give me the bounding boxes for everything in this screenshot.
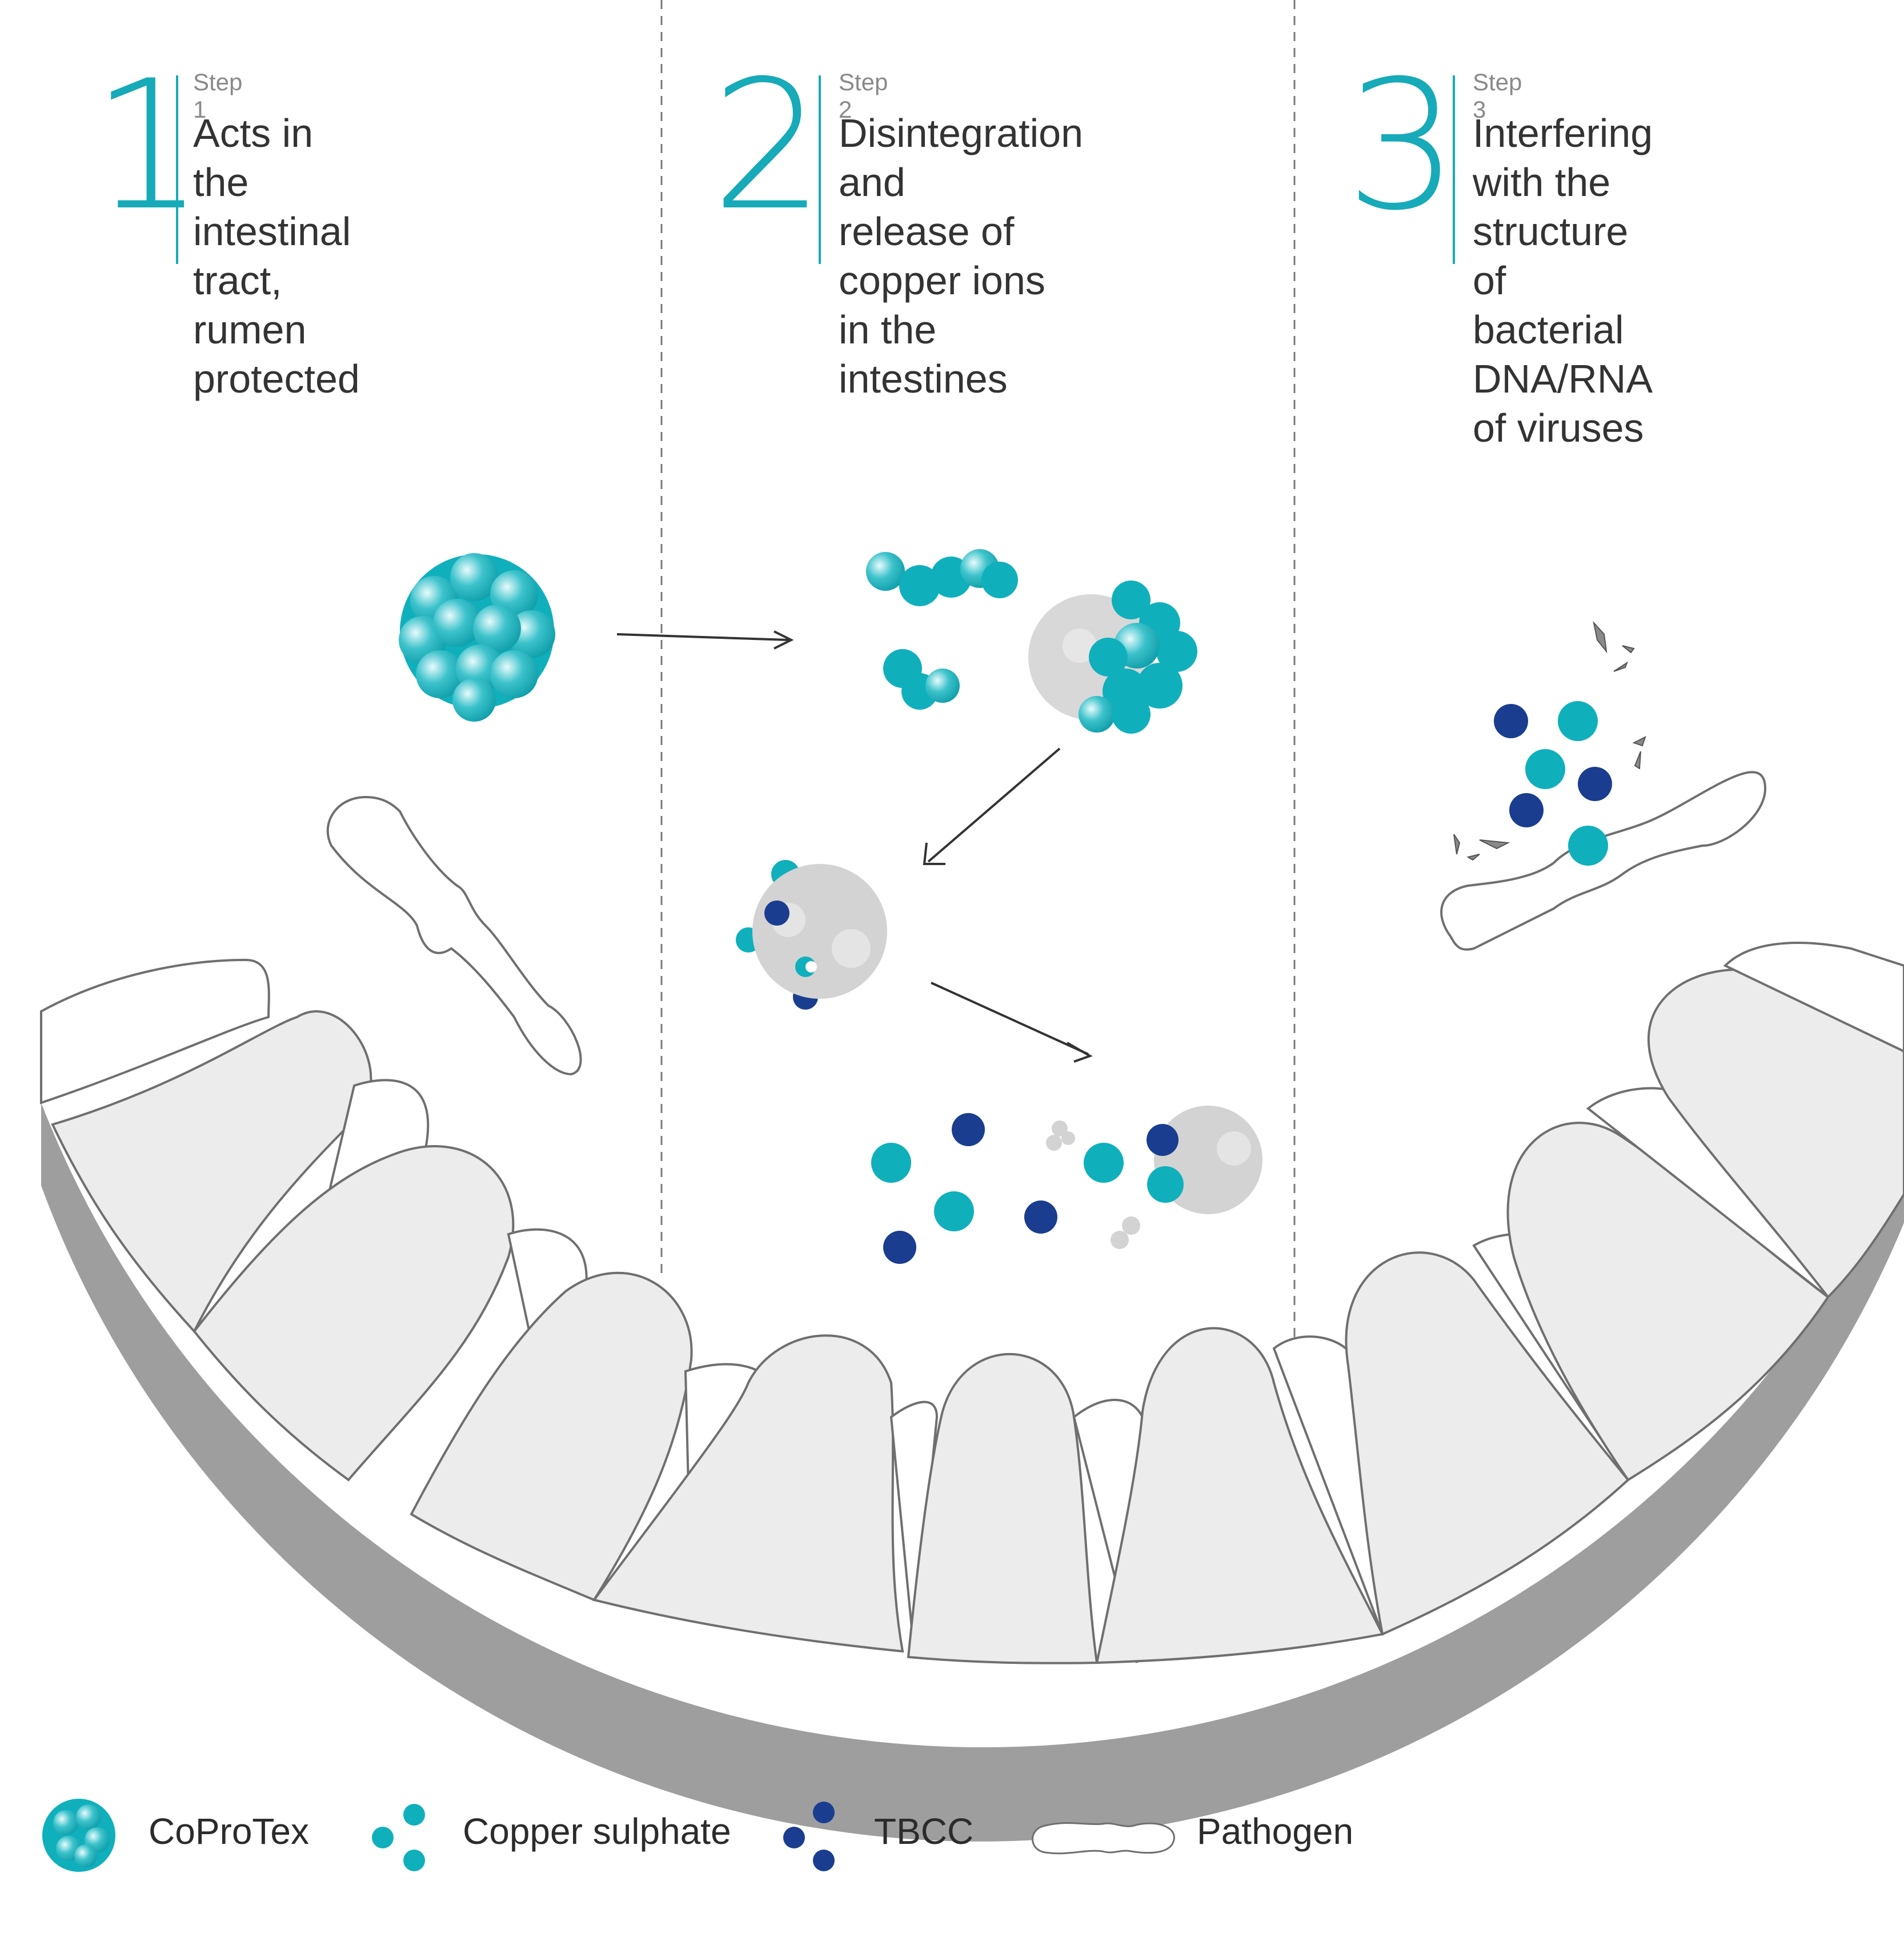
legend-pathogen-label: Pathogen — [1197, 1810, 1353, 1852]
legend-copper-sulphate-label: Copper sulphate — [463, 1810, 731, 1852]
grey-particle-middle — [736, 860, 887, 1010]
step-2-text: Disintegration and release of copper ion… — [839, 109, 1083, 403]
step-2-divider — [819, 75, 821, 264]
step-1-number: 1 — [91, 63, 205, 229]
legend-copper-sulphate-icon — [372, 1804, 425, 1871]
flow-arrows — [617, 631, 1090, 1062]
ions-attacking-pathogen — [1494, 701, 1612, 866]
step-3-text: Interfering with the structure of bacter… — [1473, 109, 1653, 453]
legend-pathogen-icon — [1033, 1823, 1175, 1853]
step-1-text: Acts in the intestinal tract, rumen prot… — [193, 109, 360, 403]
pathogen-step1 — [328, 797, 581, 1074]
pathogen-fragments — [1454, 623, 1645, 860]
legend-coprotex-label: CoProTex — [149, 1810, 309, 1852]
disintegrating-particle — [1028, 581, 1197, 734]
legend-coprotex-icon — [42, 1799, 115, 1872]
step-2-number: 2 — [711, 63, 825, 229]
copper-chain-particles — [866, 549, 1018, 710]
step-3-divider — [1453, 75, 1455, 264]
step-1-divider — [176, 75, 178, 264]
legend-tbcc-label: TBCC — [874, 1810, 973, 1852]
released-ions — [871, 1106, 1262, 1264]
step-3-number: 3 — [1345, 63, 1459, 229]
coprotex-cluster — [399, 553, 555, 722]
